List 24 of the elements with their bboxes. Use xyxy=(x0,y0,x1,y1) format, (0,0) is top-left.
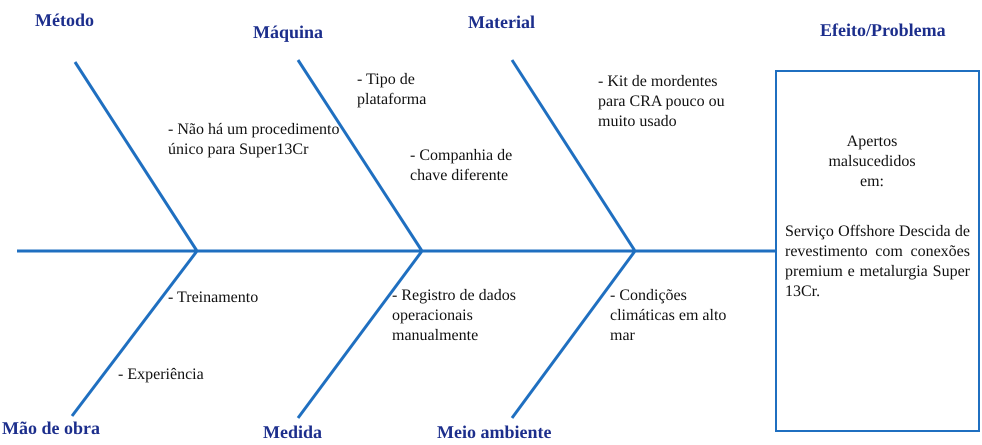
category-heading: Máquina xyxy=(253,22,324,43)
bone-line xyxy=(510,59,636,252)
bone-line xyxy=(74,61,198,252)
cause-text: - Treinamento xyxy=(168,288,260,308)
category-heading: Método xyxy=(35,10,94,31)
bone-line xyxy=(296,59,424,252)
cause-text: - Condições climáticas em alto mar xyxy=(610,286,728,346)
effect-description: Serviço Offshore Descida de revestimento com conexões premium e metalurgia Super 13Cr. xyxy=(785,222,970,302)
category-heading: Mão de obra xyxy=(2,418,100,439)
effect-title: Apertos malsucedidos em: xyxy=(827,132,917,192)
bone-line xyxy=(70,250,198,417)
cause-text: - Registro de dados operacionais manualmente xyxy=(392,286,517,346)
cause-text: - Experiência xyxy=(118,365,205,385)
cause-text: - Não há um procedimento único para Super13Cr xyxy=(168,120,340,160)
cause-text: - Kit de mordentes para CRA pouco ou muito usado xyxy=(598,72,726,132)
category-heading: Material xyxy=(468,12,535,33)
effect-heading: Efeito/Problema xyxy=(820,20,946,41)
category-heading: Medida xyxy=(263,422,322,443)
cause-text: - Tipo de plataforma xyxy=(357,70,428,110)
bone-line xyxy=(296,250,424,419)
bone-line xyxy=(510,250,636,419)
cause-text: - Companhia de chave diferente xyxy=(410,146,514,186)
category-heading: Meio ambiente xyxy=(437,422,552,443)
spine-line xyxy=(17,250,775,252)
